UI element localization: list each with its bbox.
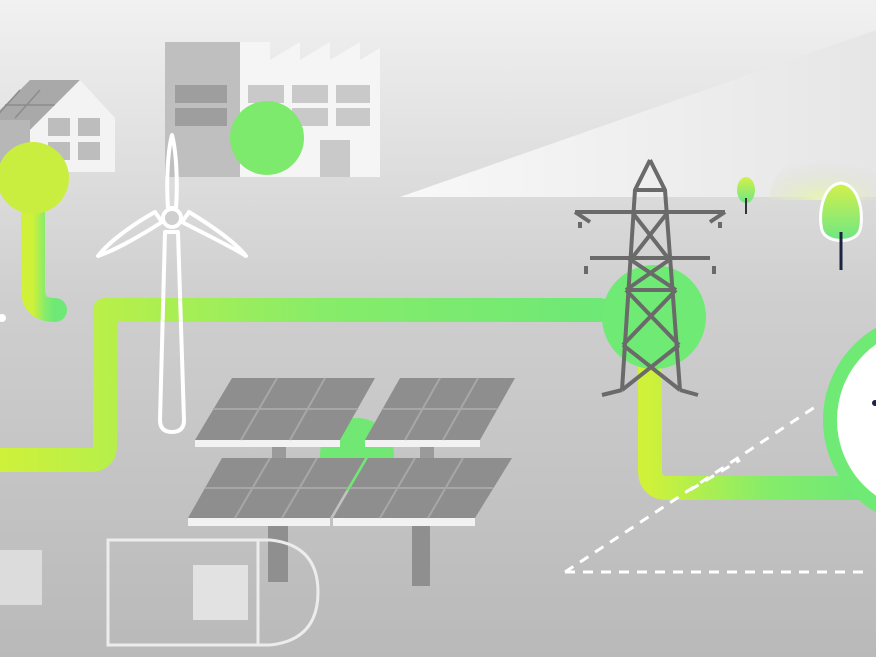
node-house [0,142,69,214]
tree-small [737,177,755,214]
solar-panel [333,457,512,586]
box-left [0,550,42,605]
node-factory [230,101,304,175]
battery-storage [106,538,320,647]
destination-circle [823,327,876,513]
transmission-tower [573,159,727,397]
wind-turbine [96,133,248,434]
small-dot [0,314,6,322]
hill [400,30,876,197]
solar-panels [188,377,515,586]
solar-panel [188,457,365,582]
dashed-outline [564,403,870,574]
tree-large [819,181,863,270]
